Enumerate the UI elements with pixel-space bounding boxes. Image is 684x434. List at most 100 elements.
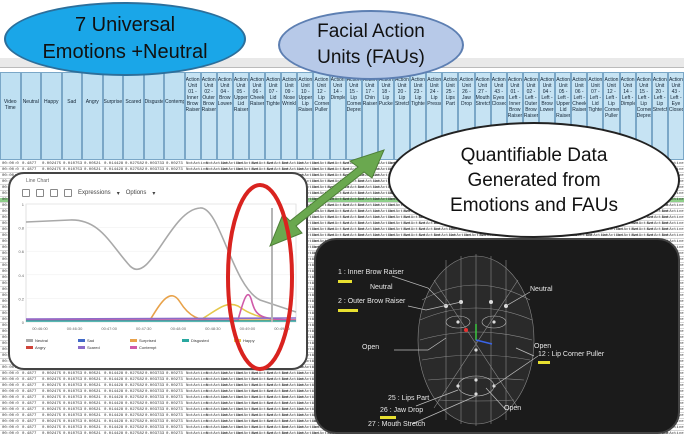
table-cell: 0.00521 <box>84 390 101 394</box>
table-cell: 0.00273 <box>166 390 183 394</box>
expressions-dropdown[interactable]: Expressions <box>78 190 111 196</box>
fau-column-header: Action Unit 14 - Dimpler <box>329 72 346 160</box>
table-cell: NotActive <box>236 414 258 418</box>
quant-callout-line-1: Quantifiable Data <box>460 144 608 166</box>
table-cell: NotActive <box>388 228 410 232</box>
table-cell: 0.010753 <box>63 396 83 400</box>
zoom-in-icon[interactable] <box>50 189 58 197</box>
table-cell: 0.00521 <box>84 162 101 166</box>
table-cell: NotActive <box>616 234 638 238</box>
table-cell: NotActive <box>221 432 243 434</box>
au2-label: 2 : Outer Brow Raiser <box>338 298 406 305</box>
table-cell: NotActive <box>251 384 274 388</box>
table-cell: NotActive <box>403 228 426 232</box>
legend-item[interactable]: Scared <box>78 345 130 350</box>
table-cell: NotActive <box>236 162 258 166</box>
legend-swatch <box>182 339 189 342</box>
emotion-column-header: Sad <box>61 72 82 160</box>
quantifiable-data-callout: Quantifiable Data Generated from Emotion… <box>388 122 680 238</box>
table-cell: NotActive <box>646 216 669 220</box>
y-tick-label: 0 <box>22 320 25 325</box>
table-cell: 0.4877 <box>22 384 37 388</box>
table-cell: NotActive <box>236 408 258 412</box>
legend-item[interactable]: Neutral <box>26 338 78 343</box>
table-cell: 0.00273 <box>166 396 183 400</box>
table-cell: NotActive <box>282 378 304 382</box>
fau-column-header: Action Unit 43 - Left - Eye Closed <box>667 72 684 160</box>
table-cell: NotActive <box>186 426 208 430</box>
face-mesh-svg <box>391 254 539 426</box>
table-cell: 0.027582 <box>125 372 145 376</box>
table-cell: 0.4877 <box>22 168 37 172</box>
au27-label: 27 : Mouth Stretch <box>368 421 426 428</box>
legend-swatch <box>78 339 85 342</box>
table-cell: 0.027582 <box>125 414 145 418</box>
table-cell: 0.002475 <box>42 414 62 418</box>
table-cell: NotActive <box>251 168 274 172</box>
table-cell: NotActive <box>662 240 684 244</box>
table-cell: 0.014428 <box>104 162 124 166</box>
table-cell: NotActive <box>662 216 684 220</box>
table-cell: 0.4877 <box>22 408 37 412</box>
table-cell: NotActive <box>297 372 319 376</box>
table-cell: NotActive <box>631 222 654 226</box>
emotion-column-header: Angry <box>82 72 103 160</box>
table-cell: 0.010753 <box>63 420 83 424</box>
table-cell: 0.4877 <box>22 378 37 382</box>
zoom-out-icon[interactable] <box>64 189 72 197</box>
legend-item[interactable]: Happy <box>234 338 286 343</box>
save-icon[interactable] <box>22 189 30 197</box>
table-cell: NotActive <box>221 390 243 394</box>
legend-item[interactable]: Surprised <box>130 338 182 343</box>
table-cell: NotActive <box>236 390 258 394</box>
emotion-column-header: Disgusted <box>143 72 164 160</box>
chevron-down-icon[interactable]: ▾ <box>116 190 120 197</box>
table-cell: 0.4877 <box>22 372 37 376</box>
legend-item[interactable]: Contempt <box>130 345 182 350</box>
fau-callout: Facial Action Units (FAUs) <box>278 10 464 80</box>
table-cell: NotActive <box>418 234 441 238</box>
table-cell: NotActive <box>388 234 410 238</box>
legend-swatch <box>130 339 137 342</box>
chevron-down-icon[interactable]: ▾ <box>152 190 156 197</box>
table-cell: NotActive <box>479 234 502 238</box>
table-cell: NotActive <box>236 168 258 172</box>
table-cell: NotActive <box>616 228 638 232</box>
fau-callout-line-1: Facial Action <box>317 21 425 42</box>
table-cell: 0.00521 <box>84 378 101 382</box>
table-cell: 00:00:0 <box>2 408 19 412</box>
copy-icon[interactable] <box>36 189 44 197</box>
table-cell: NotActive <box>297 426 319 430</box>
fau-column-header: Action Unit 17 - Chin Raiser <box>361 72 378 160</box>
open-label-1: Open <box>362 344 380 351</box>
table-cell: NotActive <box>206 408 228 412</box>
table-cell: NotActive <box>297 420 319 424</box>
x-tick-label: 00:47:00 <box>101 326 117 331</box>
table-cell: NotActive <box>662 198 684 202</box>
options-dropdown[interactable]: Options <box>125 190 147 196</box>
legend-item[interactable]: Disgusted <box>182 338 234 343</box>
table-cell: 0.002475 <box>42 408 62 412</box>
legend-item[interactable]: Sad <box>78 338 130 343</box>
x-tick-label: 00:49:00 <box>240 326 256 331</box>
table-cell: NotActive <box>282 426 304 430</box>
table-cell: NotActive <box>186 378 208 382</box>
table-cell: 0.014428 <box>104 384 124 388</box>
table-cell: NotActive <box>297 396 319 400</box>
table-cell: NotActive <box>236 372 258 376</box>
legend-label: Contempt <box>139 345 157 350</box>
table-cell: NotActive <box>282 372 304 376</box>
table-cell: NotActive <box>282 396 304 400</box>
table-cell: 0.014428 <box>104 408 124 412</box>
table-cell: 0.00521 <box>84 420 101 424</box>
table-cell: NotActive <box>266 372 289 376</box>
legend-item[interactable]: Angry <box>26 345 78 350</box>
table-cell: 0.00521 <box>84 384 101 388</box>
legend-label: Happy <box>243 338 255 343</box>
table-cell: 0.003733 <box>145 162 165 166</box>
table-cell: 0.4877 <box>22 162 37 166</box>
table-cell: 00:00:0 <box>2 168 19 172</box>
table-cell: NotActive <box>186 414 208 418</box>
